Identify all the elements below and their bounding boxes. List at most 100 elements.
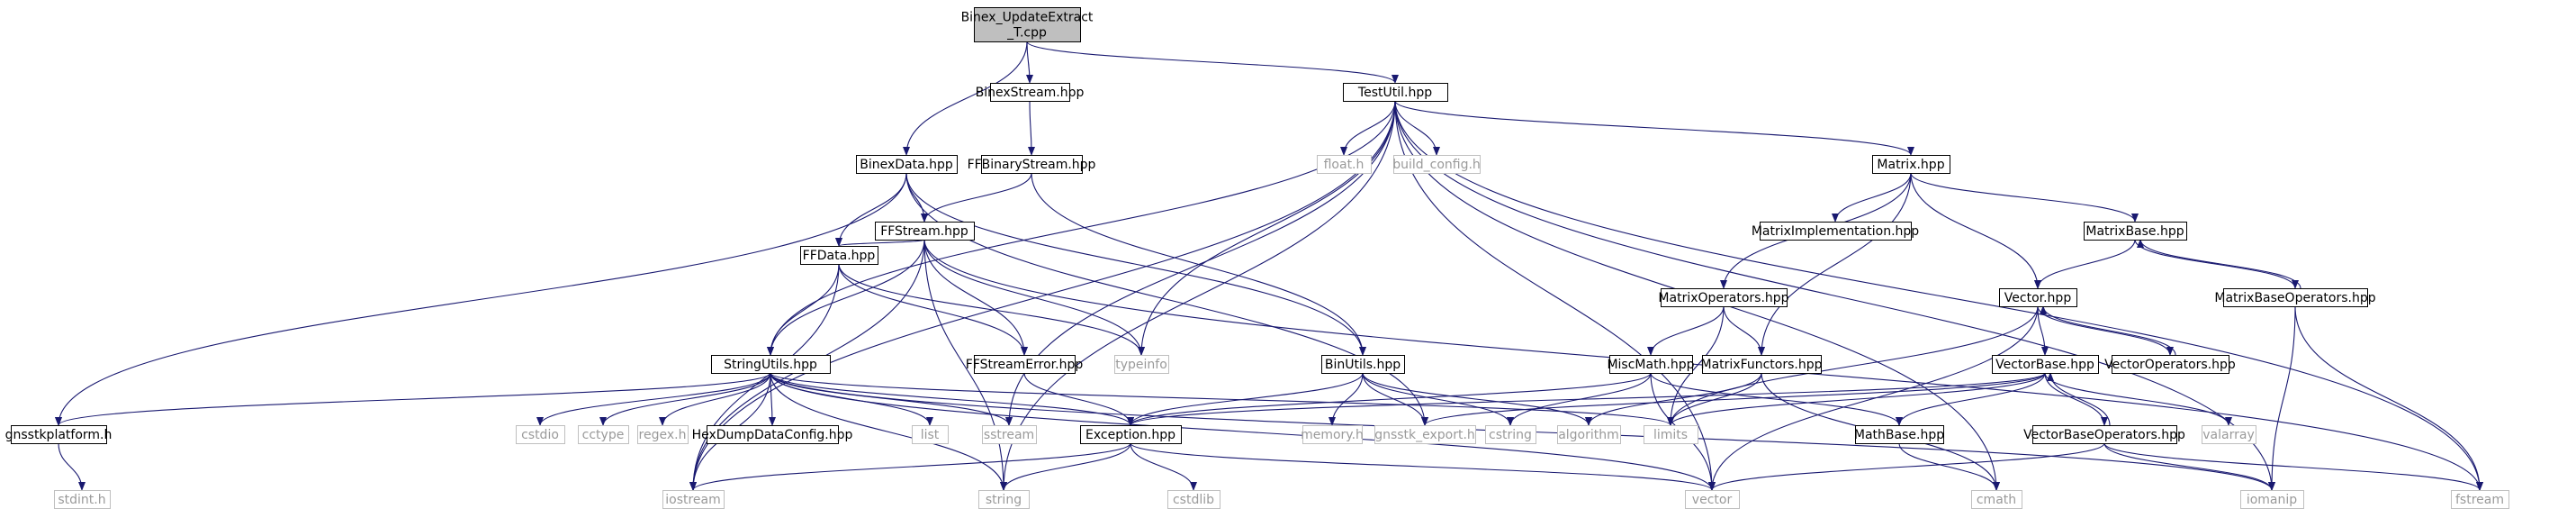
node-box-ffstreamerror xyxy=(974,355,1076,374)
node-label-sstream: sstream xyxy=(984,428,1034,442)
node-matrix[interactable]: Matrix.hpp xyxy=(1872,155,1950,174)
node-matrixbase[interactable]: MatrixBase.hpp xyxy=(2084,222,2187,241)
node-label-vector: Vector.hpp xyxy=(2004,291,2072,305)
node-box-algorithm xyxy=(1557,425,1621,444)
node-vector[interactable]: Vector.hpp xyxy=(1999,288,2077,307)
node-ffstream[interactable]: FFStream.hpp xyxy=(875,222,975,241)
node-binutils[interactable]: BinUtils.hpp xyxy=(1321,355,1405,374)
edge-vectorbase-to-exception xyxy=(1127,372,2046,426)
node-label-cstring: cstring xyxy=(1489,428,1532,442)
node-label-typeinfo: typeinfo xyxy=(1115,358,1167,372)
node-label-stringutils: StringUtils.hpp xyxy=(724,358,817,372)
edge-vectorops-to-vector xyxy=(2040,305,2176,356)
node-box-buildconfig xyxy=(1393,155,1481,174)
node-ffbinarystream[interactable]: FFBinaryStream.hpp xyxy=(968,155,1096,174)
edge-matrixfunctors-to-algorithm xyxy=(1585,372,1762,426)
node-root[interactable]: Binex_UpdateExtract_T.cpp xyxy=(961,7,1094,42)
node-box-testutil xyxy=(1343,83,1448,102)
node-matriximpl[interactable]: MatrixImplementation.hpp xyxy=(1752,222,1919,241)
node-string: string xyxy=(978,490,1030,509)
edge-vector-to-vectorops xyxy=(2037,305,2174,356)
node-valarray: valarray xyxy=(2202,425,2256,444)
node-label-matrixbase: MatrixBase.hpp xyxy=(2085,224,2184,239)
node-box-miscmath xyxy=(1609,355,1693,374)
node-matrixbaseops[interactable]: MatrixBaseOperators.hpp xyxy=(2214,288,2376,307)
edge-matrixbase-to-vector xyxy=(2034,239,2136,289)
node-cctype: cctype xyxy=(578,425,629,444)
edge-stringutils-to-cstdio xyxy=(536,372,771,426)
node-cstdlib: cstdlib xyxy=(1167,490,1220,509)
node-box-string xyxy=(978,490,1030,509)
node-stringutils[interactable]: StringUtils.hpp xyxy=(711,355,831,374)
node-miscmath[interactable]: MiscMath.hpp xyxy=(1607,355,1695,374)
node-hexdump[interactable]: HexDumpDataConfig.hpp xyxy=(692,425,853,444)
node-label-gnsstkexport: gnsstk_export.h xyxy=(1374,428,1475,442)
node-box-memory xyxy=(1302,425,1363,444)
node-ffstreamerror[interactable]: FFStreamError.hpp xyxy=(966,355,1084,374)
node-label-mathbase: MathBase.hpp xyxy=(1854,428,1944,442)
node-binexdata[interactable]: BinexData.hpp xyxy=(856,155,958,174)
node-label-list: list xyxy=(921,428,940,442)
node-label-regex: regex.h xyxy=(639,428,687,442)
node-label-gnsstkplatform: gnsstkplatform.h xyxy=(5,428,113,442)
edge-matrix-to-matrixfunctors xyxy=(1758,172,1912,356)
node-box-stdint xyxy=(54,490,111,509)
node-label-root: _T.cpp xyxy=(1006,26,1047,41)
edge-binexstream-to-ffbinarystream xyxy=(1027,100,1035,156)
node-binexstream[interactable]: BinexStream.hpp xyxy=(976,83,1085,102)
node-exception[interactable]: Exception.hpp xyxy=(1080,425,1182,444)
node-matrixfunctors[interactable]: MatrixFunctors.hpp xyxy=(1700,355,1823,374)
node-stdint: stdint.h xyxy=(54,490,111,509)
edge-exception-to-vectorstd xyxy=(1130,442,1716,491)
node-fstream: fstream xyxy=(2451,490,2509,509)
node-label-matriximpl: MatrixImplementation.hpp xyxy=(1752,224,1919,239)
node-label-cstdlib: cstdlib xyxy=(1173,493,1214,507)
edge-miscmath-to-exception xyxy=(1127,372,1652,426)
node-label-iomanip: iomanip xyxy=(2247,493,2297,507)
node-ffdata[interactable]: FFData.hpp xyxy=(800,246,878,265)
node-gnsstkplatform[interactable]: gnsstkplatform.h xyxy=(5,425,113,444)
node-box-cctype xyxy=(578,425,629,444)
edge-mathbase-to-cmath xyxy=(1898,442,2000,491)
node-float: float.h xyxy=(1317,155,1372,174)
edge-vectorbaseops-to-vectorstd xyxy=(1708,442,2105,491)
node-vectorbaseops[interactable]: VectorBaseOperators.hpp xyxy=(2023,425,2185,444)
node-vectorbase[interactable]: VectorBase.hpp xyxy=(1992,355,2099,374)
node-matrixops[interactable]: MatrixOperators.hpp xyxy=(1658,288,1789,307)
edge-stringutils-to-cctype xyxy=(599,372,771,426)
node-label-miscmath: MiscMath.hpp xyxy=(1607,358,1694,372)
edge-ffdata-to-iostream xyxy=(689,263,840,491)
edge-matrixops-to-miscmath xyxy=(1647,305,1725,356)
node-label-algorithm: algorithm xyxy=(1558,428,1619,442)
edge-ffstreamerror-to-exception xyxy=(1023,372,1134,426)
node-label-vectorbaseops: VectorBaseOperators.hpp xyxy=(2023,428,2185,442)
node-label-valarray: valarray xyxy=(2202,428,2254,442)
edge-testutil-to-float xyxy=(1340,100,1396,156)
edge-testutil-to-stringutils xyxy=(767,100,1396,356)
node-vectorops[interactable]: VectorOperators.hpp xyxy=(2104,355,2236,374)
node-algorithm: algorithm xyxy=(1557,425,1621,444)
edge-vectorbaseops-to-vectorbase xyxy=(2047,372,2111,426)
node-box-float xyxy=(1317,155,1372,174)
edge-ffbinarystream-to-ffstream xyxy=(921,172,1032,223)
node-box-cstdio xyxy=(516,425,565,444)
edge-matrixbaseops-to-fstream xyxy=(2294,305,2483,491)
edge-ffdata-to-typeinfo xyxy=(838,263,1145,356)
node-testutil[interactable]: TestUtil.hpp xyxy=(1343,83,1448,102)
edge-vector-to-vectorbase xyxy=(2037,305,2049,356)
node-box-vectorstd xyxy=(1685,490,1740,509)
node-mathbase[interactable]: MathBase.hpp xyxy=(1854,425,1944,444)
node-label-cctype: cctype xyxy=(582,428,625,442)
edge-matrixops-to-matrixfunctors xyxy=(1723,305,1765,356)
edge-stringutils-to-regex xyxy=(659,372,771,426)
node-iostream: iostream xyxy=(662,490,725,509)
node-label-ffstreamerror: FFStreamError.hpp xyxy=(966,358,1084,372)
node-gnsstkexport: gnsstk_export.h xyxy=(1374,425,1476,444)
node-cstdio: cstdio xyxy=(516,425,565,444)
edge-layer xyxy=(55,41,2483,491)
edge-stringutils-to-gnsstkplatform xyxy=(55,372,771,426)
node-label-ffbinarystream: FFBinaryStream.hpp xyxy=(968,158,1096,172)
edge-binutils-to-exception xyxy=(1127,372,1364,426)
node-vectorstd: vector xyxy=(1685,490,1740,509)
node-limits: limits xyxy=(1644,425,1698,444)
